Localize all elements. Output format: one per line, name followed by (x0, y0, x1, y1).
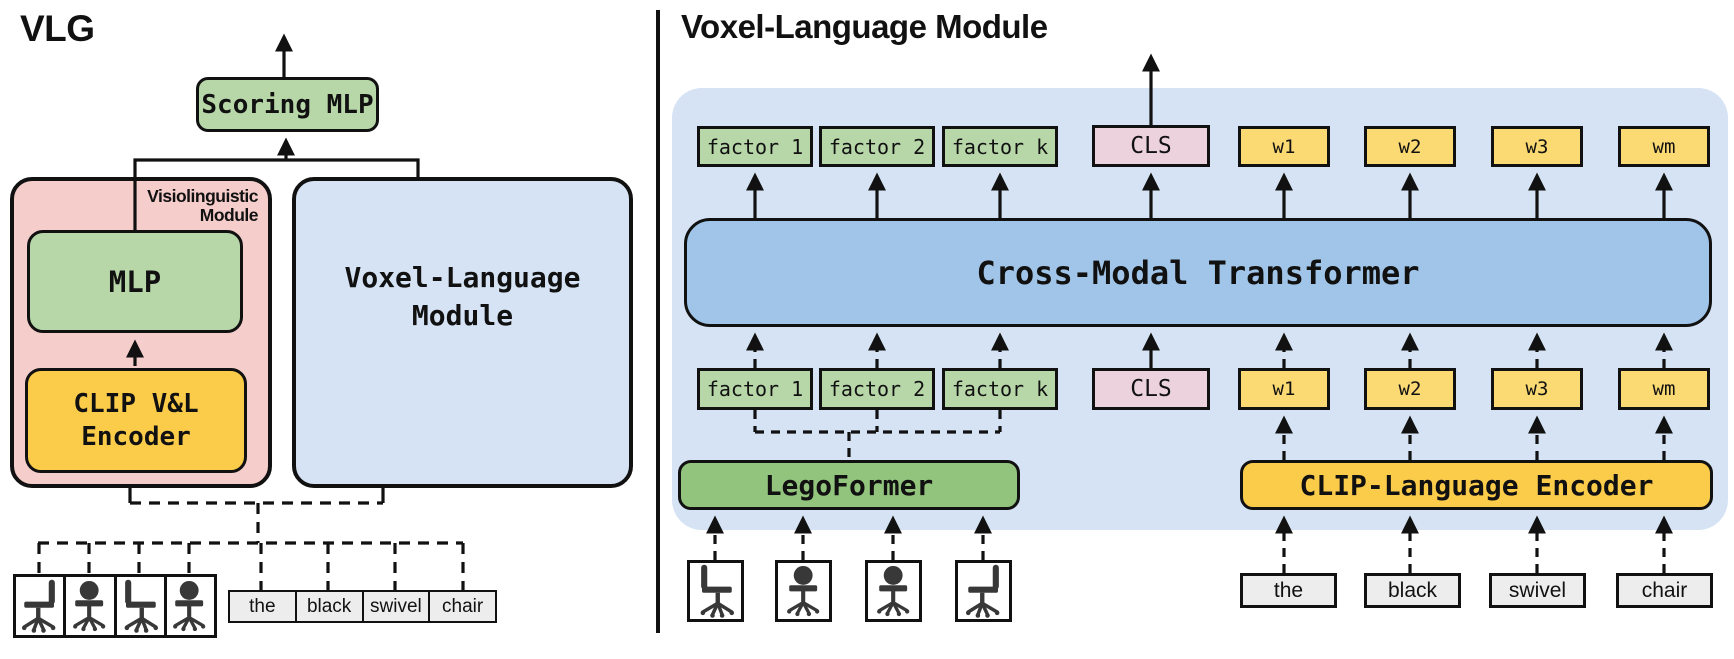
word-token: swivel (363, 592, 431, 621)
panel-divider (656, 10, 660, 633)
chair-image-icon (955, 560, 1012, 622)
word-token: chair (1616, 573, 1713, 608)
clip-vl-encoder-box: CLIP V&L Encoder (25, 368, 247, 473)
clip-vl-encoder-label-line1: CLIP V&L (73, 388, 199, 419)
input-token-factor-1: factor 1 (697, 368, 813, 410)
chair-image-icon (167, 577, 214, 635)
chair-image-icon (865, 560, 922, 622)
word-token: swivel (1489, 573, 1586, 608)
left-chair-image-strip (13, 574, 217, 638)
input-token-w2: w2 (1364, 368, 1456, 410)
output-token-w3: w3 (1491, 126, 1583, 167)
input-token-cls: CLS (1092, 368, 1210, 410)
input-token-w3: w3 (1491, 368, 1583, 410)
mlp-box: MLP (27, 230, 243, 333)
chair-image-icon (16, 577, 67, 635)
word-token: the (230, 592, 297, 621)
visiolinguistic-module-label-line2: Module (199, 205, 259, 225)
chair-image-icon (687, 560, 744, 622)
output-token-factor-1: factor 1 (697, 126, 813, 167)
visiolinguistic-module-label-line1: Visiolinguistic (147, 186, 258, 206)
chair-image-icon (66, 577, 117, 635)
legoformer-box: LegoFormer (678, 460, 1020, 510)
scoring-mlp-box: Scoring MLP (196, 77, 379, 132)
clip-language-encoder-box: CLIP-Language Encoder (1240, 460, 1713, 510)
input-token-wm: wm (1618, 368, 1710, 410)
voxel-module-label-line2: Module (411, 299, 514, 332)
input-token-factor-k: factor k (942, 368, 1058, 410)
output-token-w2: w2 (1364, 126, 1456, 167)
output-token-wm: wm (1618, 126, 1710, 167)
output-token-cls: CLS (1092, 125, 1210, 167)
cross-modal-transformer-box: Cross-Modal Transformer (684, 218, 1712, 327)
clip-vl-encoder-label-line2: Encoder (81, 421, 191, 452)
voxel-module-label-line1: Voxel-Language (344, 261, 581, 294)
input-token-factor-2: factor 2 (819, 368, 935, 410)
word-token: black (296, 592, 364, 621)
left-panel-title: VLG (20, 8, 95, 49)
word-token: the (1240, 573, 1337, 608)
output-token-w1: w1 (1238, 126, 1330, 167)
input-token-w1: w1 (1238, 368, 1330, 410)
voxel-language-module-container: Voxel-Language Module (292, 177, 633, 488)
left-word-strip: the black swivel chair (228, 590, 497, 623)
output-token-factor-k: factor k (942, 126, 1058, 167)
word-token: chair (430, 592, 495, 621)
right-panel-title: Voxel-Language Module (681, 8, 1048, 45)
chair-image-icon (775, 560, 832, 622)
output-token-factor-2: factor 2 (819, 126, 935, 167)
chair-image-icon (117, 577, 167, 635)
word-token: black (1364, 573, 1461, 608)
